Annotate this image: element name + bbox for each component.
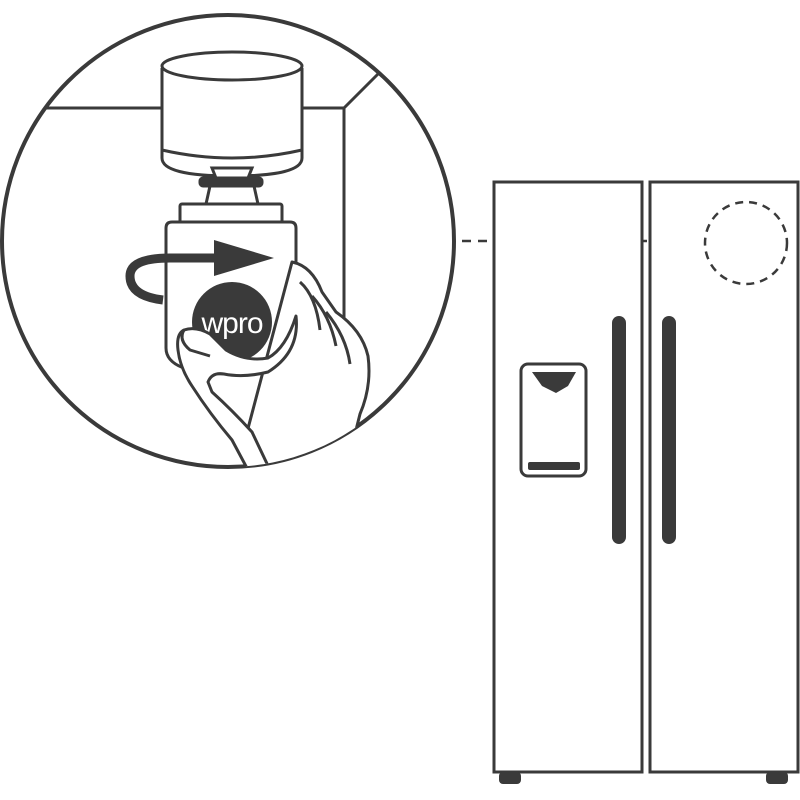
right-fridge-foot xyxy=(766,772,788,784)
filter-location-dashed-circle-icon xyxy=(703,200,789,286)
left-fridge-foot xyxy=(499,772,521,784)
filter-housing xyxy=(160,50,304,178)
left-door-handle xyxy=(612,316,626,544)
side-by-side-refrigerator xyxy=(492,180,800,784)
curved-arrow-icon xyxy=(125,240,274,305)
water-dispenser xyxy=(519,362,588,478)
right-door-handle xyxy=(662,316,676,544)
hand-icon xyxy=(176,260,371,467)
detail-magnifier: wpro xyxy=(0,13,456,469)
